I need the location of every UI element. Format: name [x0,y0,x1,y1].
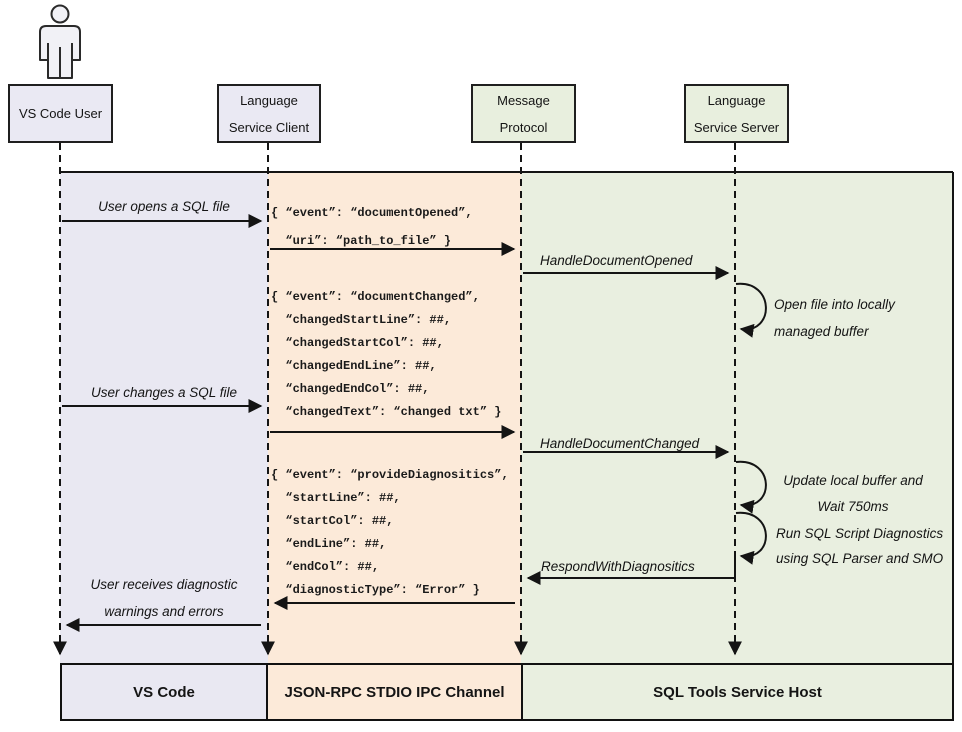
footer-box-sql-tools-service-host: SQL Tools Service Host [521,663,954,721]
label-respond-with-diagnostics: RespondWithDiagnositics [541,559,695,574]
footer-box-jsonrpc-channel: JSON-RPC STDIO IPC Channel [266,663,523,721]
note-open-file: Open file into locally managed buffer [774,297,895,339]
user-person-icon [39,4,81,79]
footer-label: SQL Tools Service Host [653,683,822,701]
actor-label: Message Protocol [497,92,550,135]
footer-box-vscode: VS Code [60,663,268,721]
actor-label: Language Service Client [228,92,310,135]
actor-box-language-service-client: Language Service Client [217,84,321,143]
actor-box-language-service-server: Language Service Server [684,84,789,143]
actor-label: VS Code User [18,106,103,121]
payload-document-opened: { “event”: “documentOpened”, “uri”: “pat… [271,206,473,248]
payload-document-changed: { “event”: “documentChanged”, “changedSt… [271,290,502,419]
footer-label: JSON-RPC STDIO IPC Channel [284,683,505,701]
note-update-buffer: Update local buffer and Wait 750ms [783,473,923,514]
label-handle-document-opened: HandleDocumentOpened [540,253,693,268]
actor-label: Language Service Server [693,92,780,135]
note-run-diagnostics: Run SQL Script Diagnostics using SQL Par… [776,526,944,566]
region-ipc-channel [268,173,521,663]
label-user-changes-sql-file: User changes a SQL file [90,385,238,400]
footer-label: VS Code [133,683,195,701]
actor-box-vscode-user: VS Code User [8,84,113,143]
label-handle-document-changed: HandleDocumentChanged [540,436,700,451]
label-user-receives-diagnostics: User receives diagnostic warnings and er… [90,577,238,619]
payload-provide-diagnostics: { “event”: “provideDiagnositics”, “start… [271,468,509,597]
label-user-opens-sql-file: User opens a SQL file [98,199,230,214]
region-service-host [521,173,952,663]
region-vscode [60,173,268,663]
actor-box-message-protocol: Message Protocol [471,84,576,143]
